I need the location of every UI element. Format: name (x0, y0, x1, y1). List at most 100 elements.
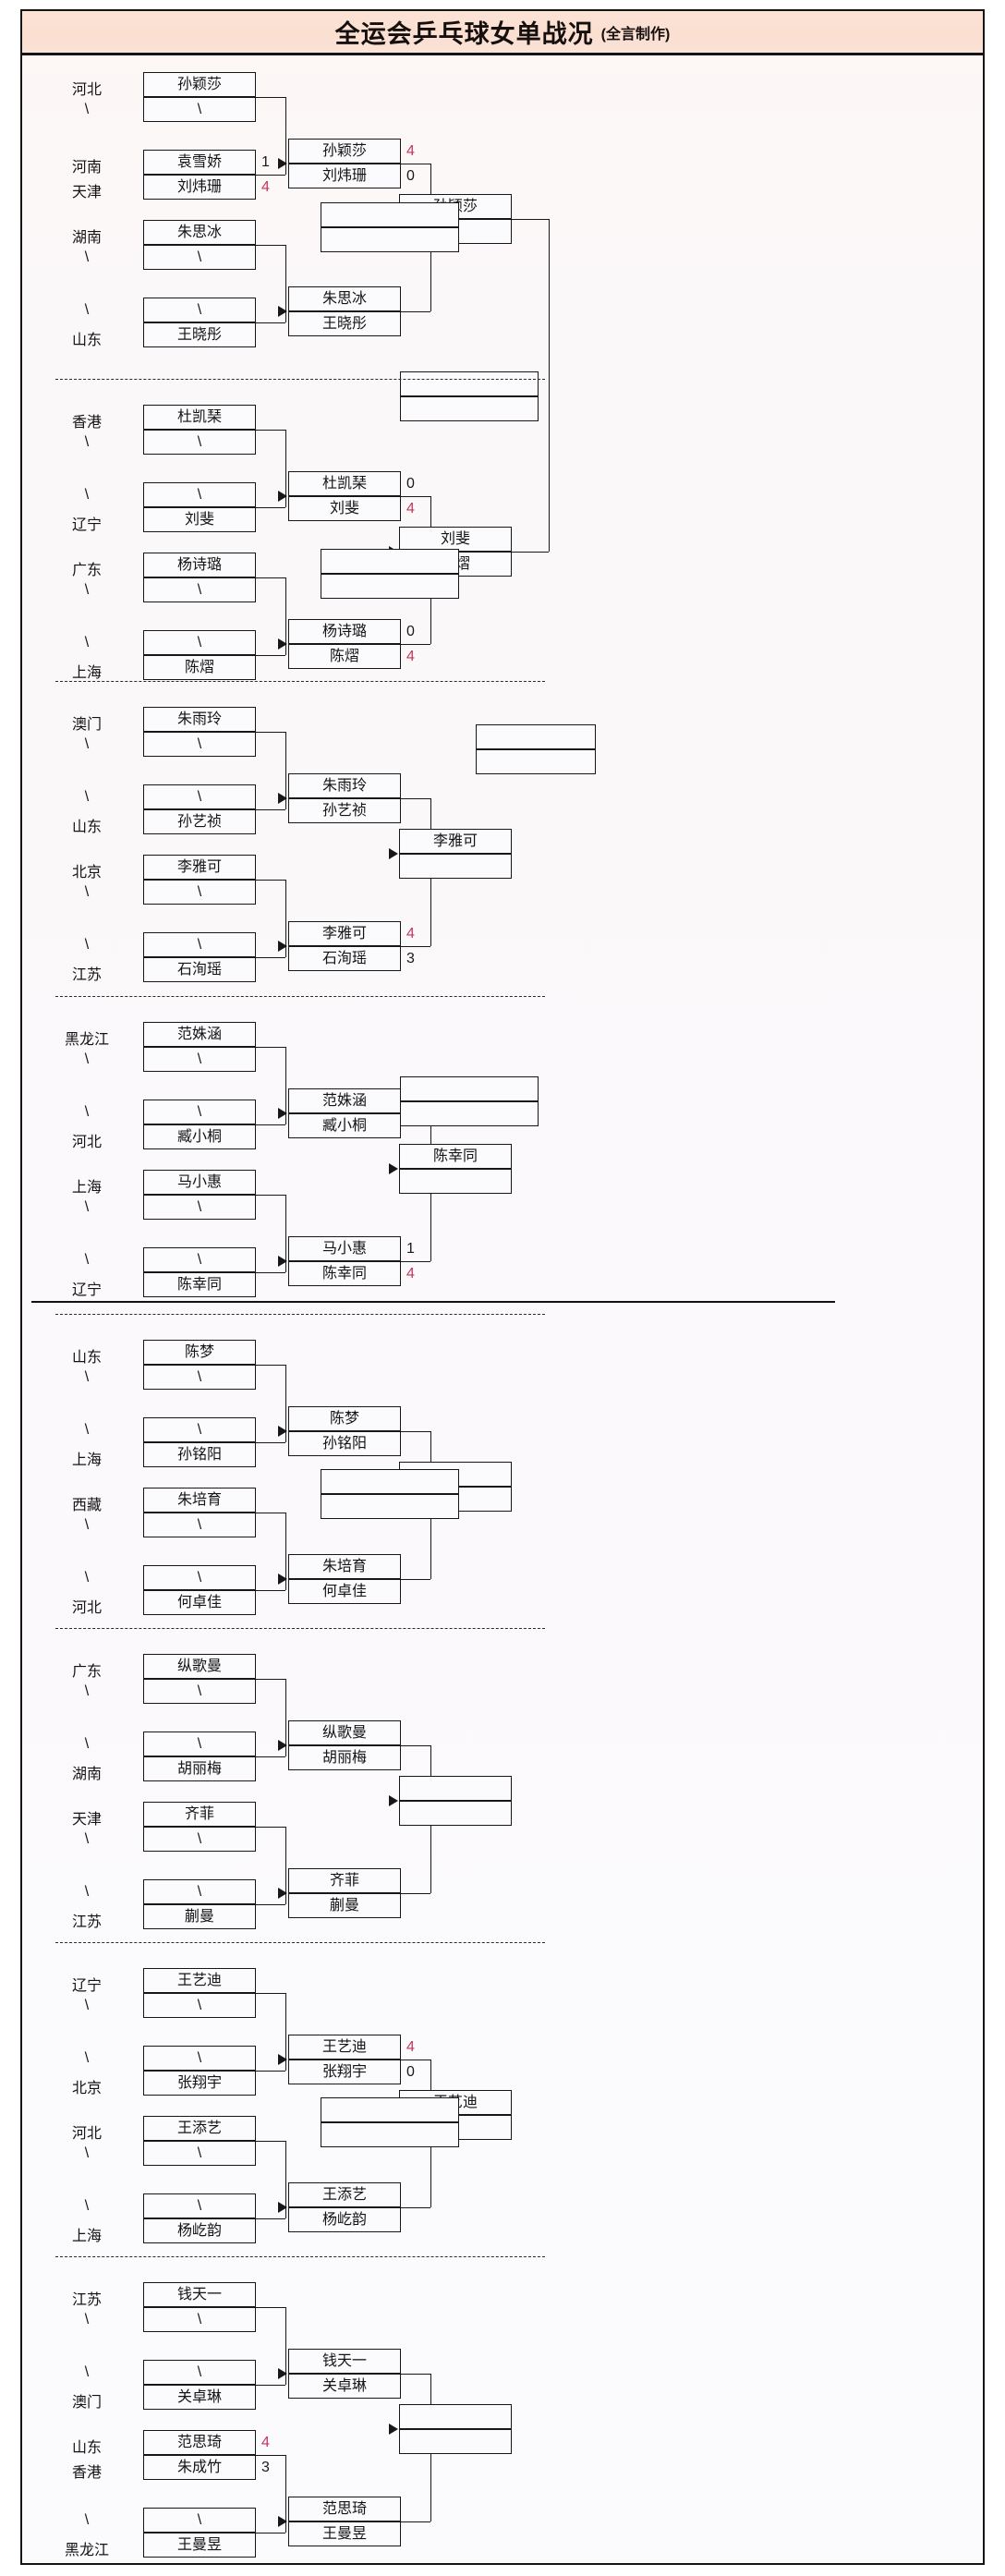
quarterfinal-slot[interactable] (321, 574, 459, 599)
round3-slot[interactable]: 陈幸同 (399, 1144, 512, 1169)
round1-slot[interactable]: 陈幸同 (143, 1272, 256, 1297)
round1-slot[interactable]: 范姝涵 (143, 1022, 256, 1047)
round1-slot[interactable]: \ (143, 577, 256, 602)
quarterfinal-slot[interactable] (321, 2097, 459, 2122)
round2-slot[interactable]: 钱天一 (288, 2349, 401, 2374)
quarterfinal-slot[interactable] (321, 202, 459, 227)
round1-slot[interactable]: \ (143, 2508, 256, 2533)
round3-slot[interactable] (399, 1776, 512, 1801)
round1-slot[interactable]: \ (143, 430, 256, 455)
round1-slot[interactable]: \ (143, 2193, 256, 2218)
round1-slot[interactable]: \ (143, 1679, 256, 1704)
round1-slot[interactable]: 孙铭阳 (143, 1442, 256, 1467)
quarterfinal-slot[interactable] (321, 227, 459, 252)
round1-slot[interactable]: 石洵瑶 (143, 957, 256, 982)
round1-slot[interactable]: 关卓琳 (143, 2385, 256, 2410)
round1-slot[interactable]: 杨诗璐 (143, 553, 256, 577)
semifinal-slot[interactable] (400, 1076, 539, 1101)
round1-slot[interactable]: 朱思冰 (143, 220, 256, 245)
round3-slot[interactable]: 李雅可 (399, 829, 512, 854)
round1-slot[interactable]: 孙艺祯 (143, 809, 256, 834)
round1-slot[interactable]: 王曼昱 (143, 2533, 256, 2558)
round2-slot[interactable]: 孙艺祯 (288, 798, 401, 823)
round2-slot[interactable]: 王添艺 (288, 2182, 401, 2207)
round1-slot[interactable]: 王晓彤 (143, 322, 256, 347)
round3-slot[interactable] (399, 2404, 512, 2429)
round1-slot[interactable]: \ (143, 784, 256, 809)
round2-slot[interactable]: 齐菲 (288, 1868, 401, 1893)
round2-slot[interactable]: 陈熠 (288, 644, 401, 669)
round2-slot[interactable]: 李雅可 (288, 921, 401, 946)
round1-slot[interactable]: 纵歌曼 (143, 1654, 256, 1679)
round3-slot[interactable] (399, 854, 512, 879)
round2-slot[interactable]: 朱培育 (288, 1554, 401, 1579)
semifinal-slot[interactable] (400, 1101, 539, 1126)
quarterfinal-slot[interactable] (321, 1469, 459, 1494)
round1-slot[interactable]: 刘炜珊 (143, 175, 256, 200)
round1-slot[interactable]: \ (143, 2046, 256, 2071)
round1-slot[interactable]: \ (143, 1047, 256, 1072)
round1-slot[interactable]: 何卓佳 (143, 1590, 256, 1615)
round2-slot[interactable]: 王晓彤 (288, 311, 401, 336)
round2-slot[interactable]: 孙颖莎 (288, 139, 401, 164)
round2-slot[interactable]: 范姝涵 (288, 1088, 401, 1113)
round2-slot[interactable]: 王艺迪 (288, 2035, 401, 2060)
quarterfinal-slot[interactable] (321, 2122, 459, 2147)
round1-slot[interactable]: \ (143, 932, 256, 957)
round3-slot[interactable] (399, 1801, 512, 1826)
round1-slot[interactable]: 胡丽梅 (143, 1756, 256, 1781)
round1-slot[interactable]: 陈梦 (143, 1340, 256, 1365)
round2-slot[interactable]: 张翔宇 (288, 2060, 401, 2084)
round2-slot[interactable]: 臧小桐 (288, 1113, 401, 1138)
round1-slot[interactable]: \ (143, 1247, 256, 1272)
round2-slot[interactable]: 纵歌曼 (288, 1720, 401, 1745)
round2-slot[interactable]: 朱思冰 (288, 286, 401, 311)
round1-slot[interactable]: \ (143, 298, 256, 322)
round1-slot[interactable]: 陈熠 (143, 655, 256, 680)
round2-slot[interactable]: 刘斐 (288, 496, 401, 521)
round2-slot[interactable]: 杜凯琹 (288, 471, 401, 496)
round2-slot[interactable]: 蒯曼 (288, 1893, 401, 1918)
round1-slot[interactable]: 蒯曼 (143, 1904, 256, 1929)
round1-slot[interactable]: 齐菲 (143, 1802, 256, 1827)
round1-slot[interactable]: \ (143, 1195, 256, 1220)
round1-slot[interactable]: \ (143, 630, 256, 655)
round1-slot[interactable]: 孙颖莎 (143, 72, 256, 97)
round1-slot[interactable]: \ (143, 1513, 256, 1537)
round1-slot[interactable]: \ (143, 1827, 256, 1852)
round2-slot[interactable]: 王曼昱 (288, 2521, 401, 2546)
round1-slot[interactable]: \ (143, 2360, 256, 2385)
round2-slot[interactable]: 朱雨玲 (288, 773, 401, 798)
round1-slot[interactable]: \ (143, 1565, 256, 1590)
round2-slot[interactable]: 陈幸同 (288, 1261, 401, 1286)
round1-slot[interactable]: 范思琦 (143, 2430, 256, 2455)
round1-slot[interactable]: \ (143, 1417, 256, 1442)
round1-slot[interactable]: 杜凯琹 (143, 405, 256, 430)
round1-slot[interactable]: 朱培育 (143, 1488, 256, 1513)
round1-slot[interactable]: 刘斐 (143, 507, 256, 532)
round1-slot[interactable]: 李雅可 (143, 855, 256, 880)
quarterfinal-slot[interactable] (321, 549, 459, 574)
round1-slot[interactable]: \ (143, 245, 256, 270)
round3-slot[interactable] (399, 1169, 512, 1194)
round1-slot[interactable]: \ (143, 482, 256, 507)
round2-slot[interactable]: 孙铭阳 (288, 1431, 401, 1456)
round2-slot[interactable]: 石洵瑶 (288, 946, 401, 971)
final-slot[interactable] (476, 749, 596, 774)
round1-slot[interactable]: \ (143, 880, 256, 905)
round1-slot[interactable]: \ (143, 1879, 256, 1904)
round1-slot[interactable]: \ (143, 1732, 256, 1756)
semifinal-slot[interactable] (400, 396, 539, 421)
round1-slot[interactable]: \ (143, 1993, 256, 2018)
round2-slot[interactable]: 杨屹韵 (288, 2207, 401, 2232)
round1-slot[interactable]: 马小惠 (143, 1170, 256, 1195)
round1-slot[interactable]: 朱雨玲 (143, 707, 256, 732)
round1-slot[interactable]: \ (143, 1100, 256, 1124)
final-slot[interactable] (476, 724, 596, 749)
round1-slot[interactable]: 朱成竹 (143, 2455, 256, 2480)
semifinal-slot[interactable] (400, 371, 539, 396)
round2-slot[interactable]: 胡丽梅 (288, 1745, 401, 1770)
round1-slot[interactable]: 钱天一 (143, 2282, 256, 2307)
round1-slot[interactable]: 张翔宇 (143, 2071, 256, 2096)
quarterfinal-slot[interactable] (321, 1494, 459, 1519)
